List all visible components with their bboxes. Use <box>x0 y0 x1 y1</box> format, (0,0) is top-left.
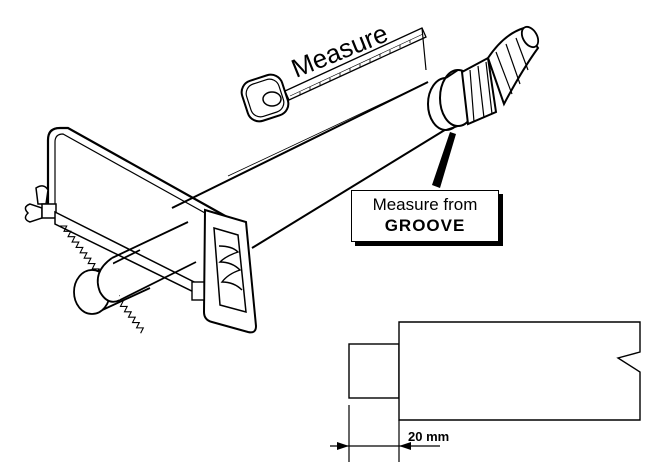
callout-box: Measure from GROOVE <box>351 190 499 242</box>
detail-inner-pipe <box>348 343 400 399</box>
dimension-arrow-left <box>337 442 349 450</box>
dimension-arrow-right <box>399 442 411 450</box>
tape-measure-case <box>240 73 290 123</box>
tape-measure-blade <box>284 27 427 101</box>
dimension-label: 20 mm <box>408 429 449 444</box>
detail-drawing: 20 mm <box>330 321 641 462</box>
hacksaw-frame <box>46 126 237 229</box>
detail-outer-body <box>398 321 641 421</box>
valve-head <box>460 25 540 126</box>
main-tube <box>171 81 449 249</box>
fitting <box>427 25 540 188</box>
callout-text-measure-from: Measure from <box>372 195 478 214</box>
hacksaw-handle <box>191 208 258 334</box>
hacksaw <box>24 126 258 334</box>
pipe-sleeve <box>96 221 197 303</box>
callout-text-groove: GROOVE <box>384 216 466 235</box>
wing-nut <box>24 185 57 223</box>
callout-arrow <box>432 132 456 188</box>
pipe-assembly <box>73 81 449 315</box>
tape-measure: Measure <box>240 18 427 123</box>
